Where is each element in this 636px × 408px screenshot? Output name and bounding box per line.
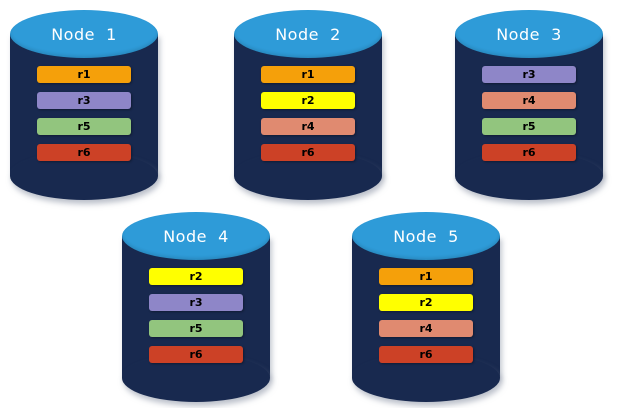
replica-bar-r2[interactable]: r2 [261, 92, 355, 109]
cylinder-top-ellipse [352, 212, 500, 260]
replica-bar-r6[interactable]: r6 [261, 144, 355, 161]
replica-bar-r4[interactable]: r4 [482, 92, 576, 109]
replica-bar-r4[interactable]: r4 [261, 118, 355, 135]
replica-bar-r1[interactable]: r1 [37, 66, 131, 83]
replica-bar-r6[interactable]: r6 [37, 144, 131, 161]
replica-bar-r3[interactable]: r3 [37, 92, 131, 109]
database-node-4[interactable]: Node 4 r2 r3 r5 r6 [122, 212, 270, 402]
replica-bar-r5[interactable]: r5 [149, 320, 243, 337]
cylinder-top-ellipse [234, 10, 382, 58]
node-label: Node 2 [275, 24, 341, 44]
replica-list: r1 r2 r4 r6 [379, 268, 473, 363]
replica-bar-r4[interactable]: r4 [379, 320, 473, 337]
replica-list: r1 r3 r5 r6 [37, 66, 131, 161]
replica-bar-r1[interactable]: r1 [261, 66, 355, 83]
node-label: Node 4 [163, 226, 229, 246]
database-node-1[interactable]: Node 1 r1 r3 r5 r6 [10, 10, 158, 200]
cylinder-top-ellipse [10, 10, 158, 58]
replica-list: r1 r2 r4 r6 [261, 66, 355, 161]
database-node-5[interactable]: Node 5 r1 r2 r4 r6 [352, 212, 500, 402]
replica-bar-r2[interactable]: r2 [379, 294, 473, 311]
replica-bar-r3[interactable]: r3 [482, 66, 576, 83]
database-node-2[interactable]: Node 2 r1 r2 r4 r6 [234, 10, 382, 200]
node-label: Node 3 [496, 24, 562, 44]
replica-bar-r6[interactable]: r6 [482, 144, 576, 161]
replica-list: r3 r4 r5 r6 [482, 66, 576, 161]
node-label: Node 5 [393, 226, 459, 246]
replica-list: r2 r3 r5 r6 [149, 268, 243, 363]
database-node-3[interactable]: Node 3 r3 r4 r5 r6 [455, 10, 603, 200]
replica-bar-r2[interactable]: r2 [149, 268, 243, 285]
replica-bar-r6[interactable]: r6 [149, 346, 243, 363]
node-label: Node 1 [51, 24, 117, 44]
replica-bar-r1[interactable]: r1 [379, 268, 473, 285]
replica-bar-r3[interactable]: r3 [149, 294, 243, 311]
replica-bar-r5[interactable]: r5 [37, 118, 131, 135]
cylinder-top-ellipse [122, 212, 270, 260]
cylinder-top-ellipse [455, 10, 603, 58]
replica-bar-r5[interactable]: r5 [482, 118, 576, 135]
replica-bar-r6[interactable]: r6 [379, 346, 473, 363]
